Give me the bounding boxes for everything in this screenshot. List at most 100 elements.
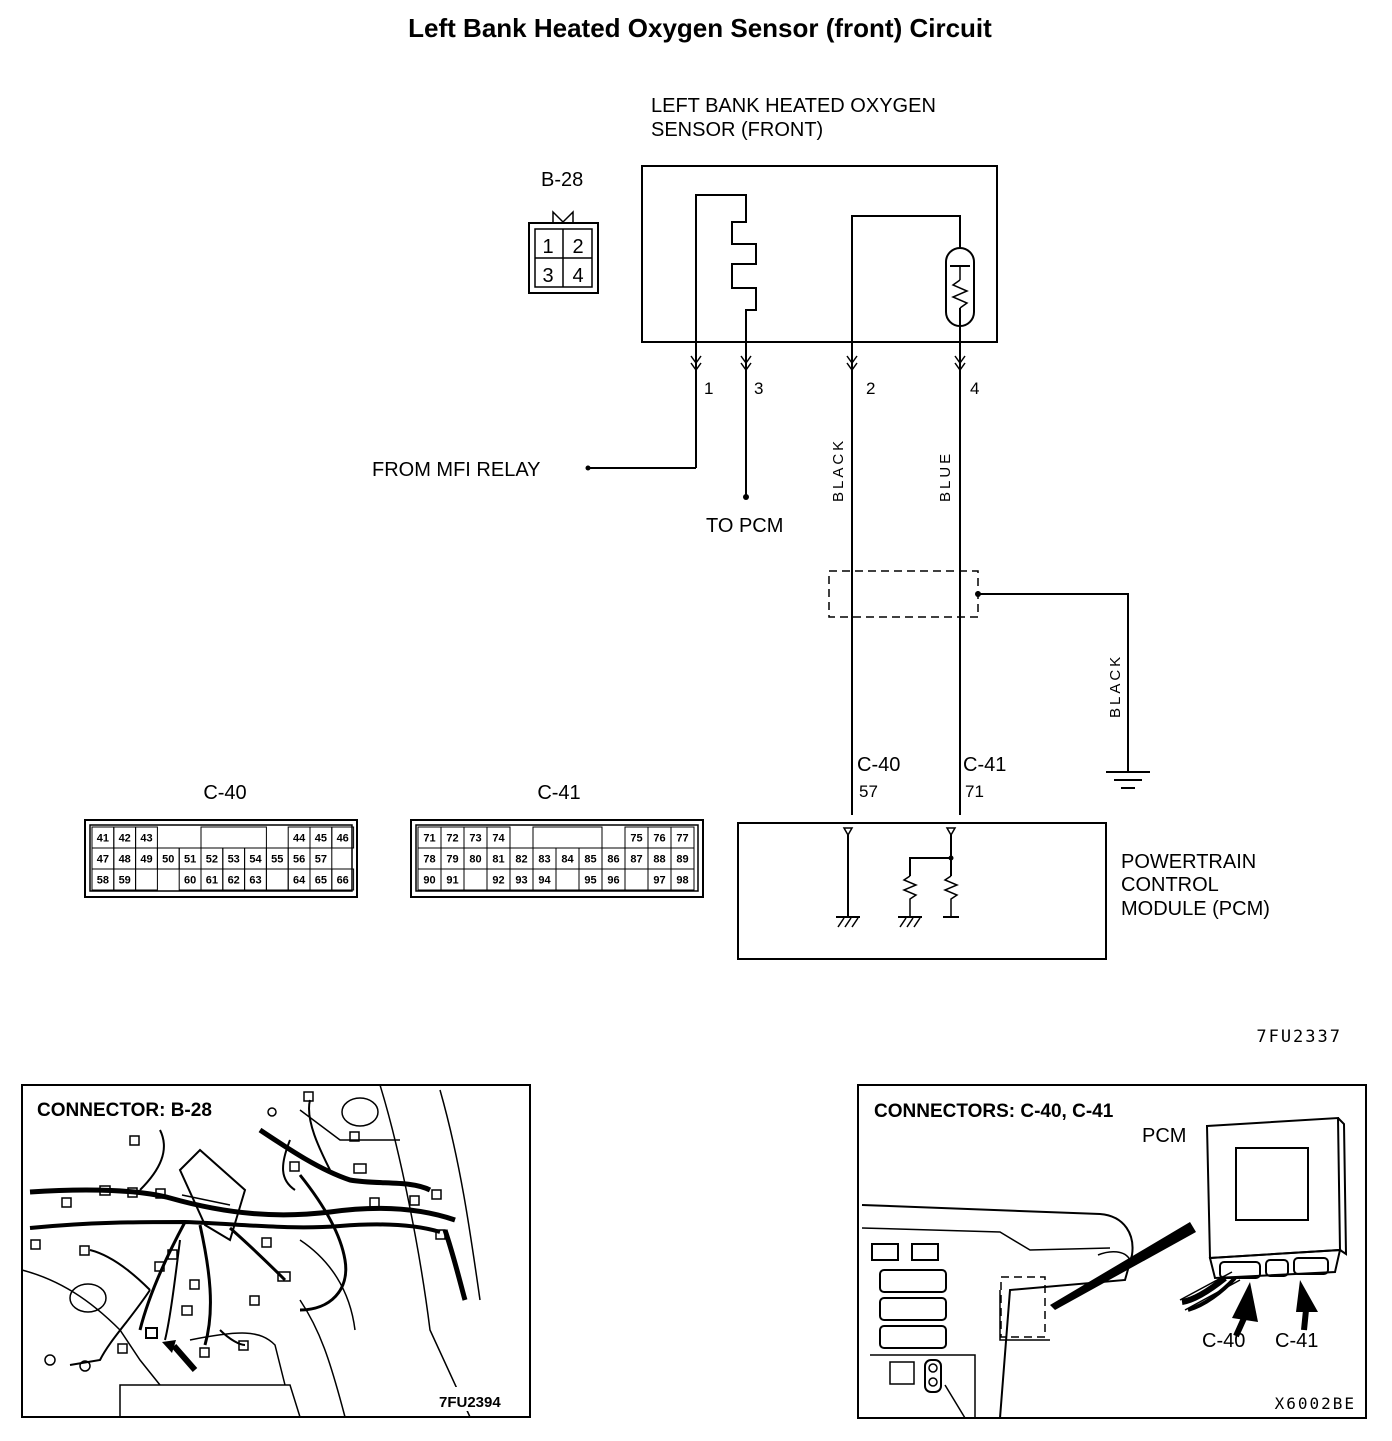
c40-pin-56: 56	[293, 854, 305, 866]
c40-cell	[200, 826, 267, 849]
from-mfi-relay-label: FROM MFI RELAY	[372, 459, 541, 481]
sensor-label-line2: SENSOR (FRONT)	[651, 119, 823, 141]
ground-icon	[1106, 765, 1150, 789]
c41-pin-94: 94	[538, 875, 551, 887]
c40-pin-55: 55	[271, 854, 283, 866]
c41-pin-88: 88	[653, 854, 665, 866]
connector-b28-locator-panel: CONNECTOR: B-28 7FU2394	[21, 1084, 531, 1418]
c40-pin-60: 60	[184, 875, 196, 887]
c40-pin-50: 50	[162, 854, 174, 866]
c41-pin-95: 95	[584, 875, 596, 887]
sensing-element	[945, 247, 975, 342]
c41-pin-77: 77	[676, 833, 688, 845]
engine-bay-illustration	[21, 1084, 481, 1418]
connector-c40-c41-locator-panel: CONNECTORS: C-40, C-41 PCM	[857, 1084, 1367, 1419]
locator-arrow-icon	[162, 1340, 176, 1353]
c41-pin-76: 76	[653, 833, 665, 845]
pcm-label-line3: MODULE (PCM)	[1121, 898, 1270, 920]
pcm-label-line1: POWERTRAIN	[1121, 851, 1256, 873]
pin-3-label: 3	[754, 379, 763, 398]
pin-2-wire	[846, 342, 858, 815]
b28-connector-face: 1 2 3 4	[528, 210, 599, 294]
figure-code: 7FU2337	[1256, 1027, 1342, 1047]
c41-pin-96: 96	[607, 875, 619, 887]
c41-face-label: C-41	[537, 782, 580, 804]
c41-pin-89: 89	[676, 854, 688, 866]
c41-pin-84: 84	[561, 854, 574, 866]
c40-pin-58: 58	[97, 875, 109, 887]
c40-pin-42: 42	[119, 833, 131, 845]
pin-2-wire-color: BLACK	[830, 438, 847, 502]
c40-pin-57: 57	[315, 854, 327, 866]
ground-wire-color: BLACK	[1107, 654, 1124, 718]
pin-1-wire	[585, 342, 702, 471]
panel-left-code: 7FU2394	[439, 1394, 501, 1411]
c40-pin-45: 45	[315, 833, 327, 845]
shield-ground-wire	[975, 591, 1129, 765]
c40-pin-46: 46	[337, 833, 349, 845]
panel-right-title: CONNECTORS: C-40, C-41	[874, 1101, 1114, 1122]
b28-pin-1: 1	[542, 236, 553, 258]
pcm-conn-a-label: C-40	[857, 754, 900, 776]
c41-pin-91: 91	[446, 875, 458, 887]
panel-right-code: X6002BE	[1275, 1394, 1356, 1413]
c41-pin-86: 86	[607, 854, 619, 866]
c40-pin-64: 64	[293, 875, 306, 887]
page-title: Left Bank Heated Oxygen Sensor (front) C…	[408, 13, 992, 43]
c41-pin-97: 97	[653, 875, 665, 887]
panel-right-arrow-c41: C-41	[1275, 1330, 1318, 1352]
pin-4-wire	[954, 342, 966, 815]
sensor-internal-wire	[851, 215, 961, 342]
c41-pin-81: 81	[492, 854, 504, 866]
c41-pin-90: 90	[423, 875, 435, 887]
pin-4-wire-color: BLUE	[937, 451, 954, 502]
c41-pin-83: 83	[538, 854, 550, 866]
c40-pin-62: 62	[228, 875, 240, 887]
sensor-body	[641, 165, 998, 343]
pcm-module	[737, 822, 1107, 960]
c40-cell	[331, 868, 355, 891]
b28-connector-label: B-28	[541, 169, 583, 191]
pcm-label-line2: CONTROL	[1121, 874, 1219, 896]
pcm-conn-b-pin: 71	[965, 782, 984, 801]
c40-cell	[265, 868, 289, 891]
to-pcm-label: TO PCM	[706, 515, 783, 537]
pcm-internal-circuit	[836, 827, 959, 928]
panel-right-arrow-c40: C-40	[1202, 1330, 1245, 1352]
c41-pin-75: 75	[630, 833, 642, 845]
c41-pin-71: 71	[423, 833, 435, 845]
pin-3-wire	[740, 342, 752, 500]
c41-cell	[670, 868, 695, 891]
c40-pin-65: 65	[315, 875, 327, 887]
c40-pin-63: 63	[249, 875, 261, 887]
c41-pin-98: 98	[676, 875, 688, 887]
panel-right-pcm-label: PCM	[1142, 1125, 1186, 1147]
c41-pin-72: 72	[446, 833, 458, 845]
c41-pin-74: 74	[492, 833, 505, 845]
c41-pin-82: 82	[515, 854, 527, 866]
pin-2-label: 2	[866, 379, 875, 398]
b28-pin-2: 2	[572, 236, 583, 258]
c40-pin-43: 43	[140, 833, 152, 845]
locator-arrow-shaft	[171, 1344, 198, 1372]
c41-cell	[463, 868, 488, 891]
b28-pin-4: 4	[572, 265, 583, 287]
c40-cell	[135, 868, 158, 891]
c41-pin-92: 92	[492, 875, 504, 887]
c41-cell	[624, 868, 649, 891]
c41-cell	[555, 868, 580, 891]
c40-pin-44: 44	[293, 833, 306, 845]
c40-pin-53: 53	[228, 854, 240, 866]
pin-4-label: 4	[970, 379, 979, 398]
heater-element	[695, 194, 757, 342]
c41-pin-79: 79	[446, 854, 458, 866]
c41-pin-93: 93	[515, 875, 527, 887]
pcm-conn-a-pin: 57	[859, 782, 878, 801]
panel-left-title: CONNECTOR: B-28	[37, 1100, 212, 1121]
c41-cell	[532, 826, 603, 849]
c40-pin-54: 54	[249, 854, 262, 866]
pin-1-label: 1	[704, 379, 713, 398]
